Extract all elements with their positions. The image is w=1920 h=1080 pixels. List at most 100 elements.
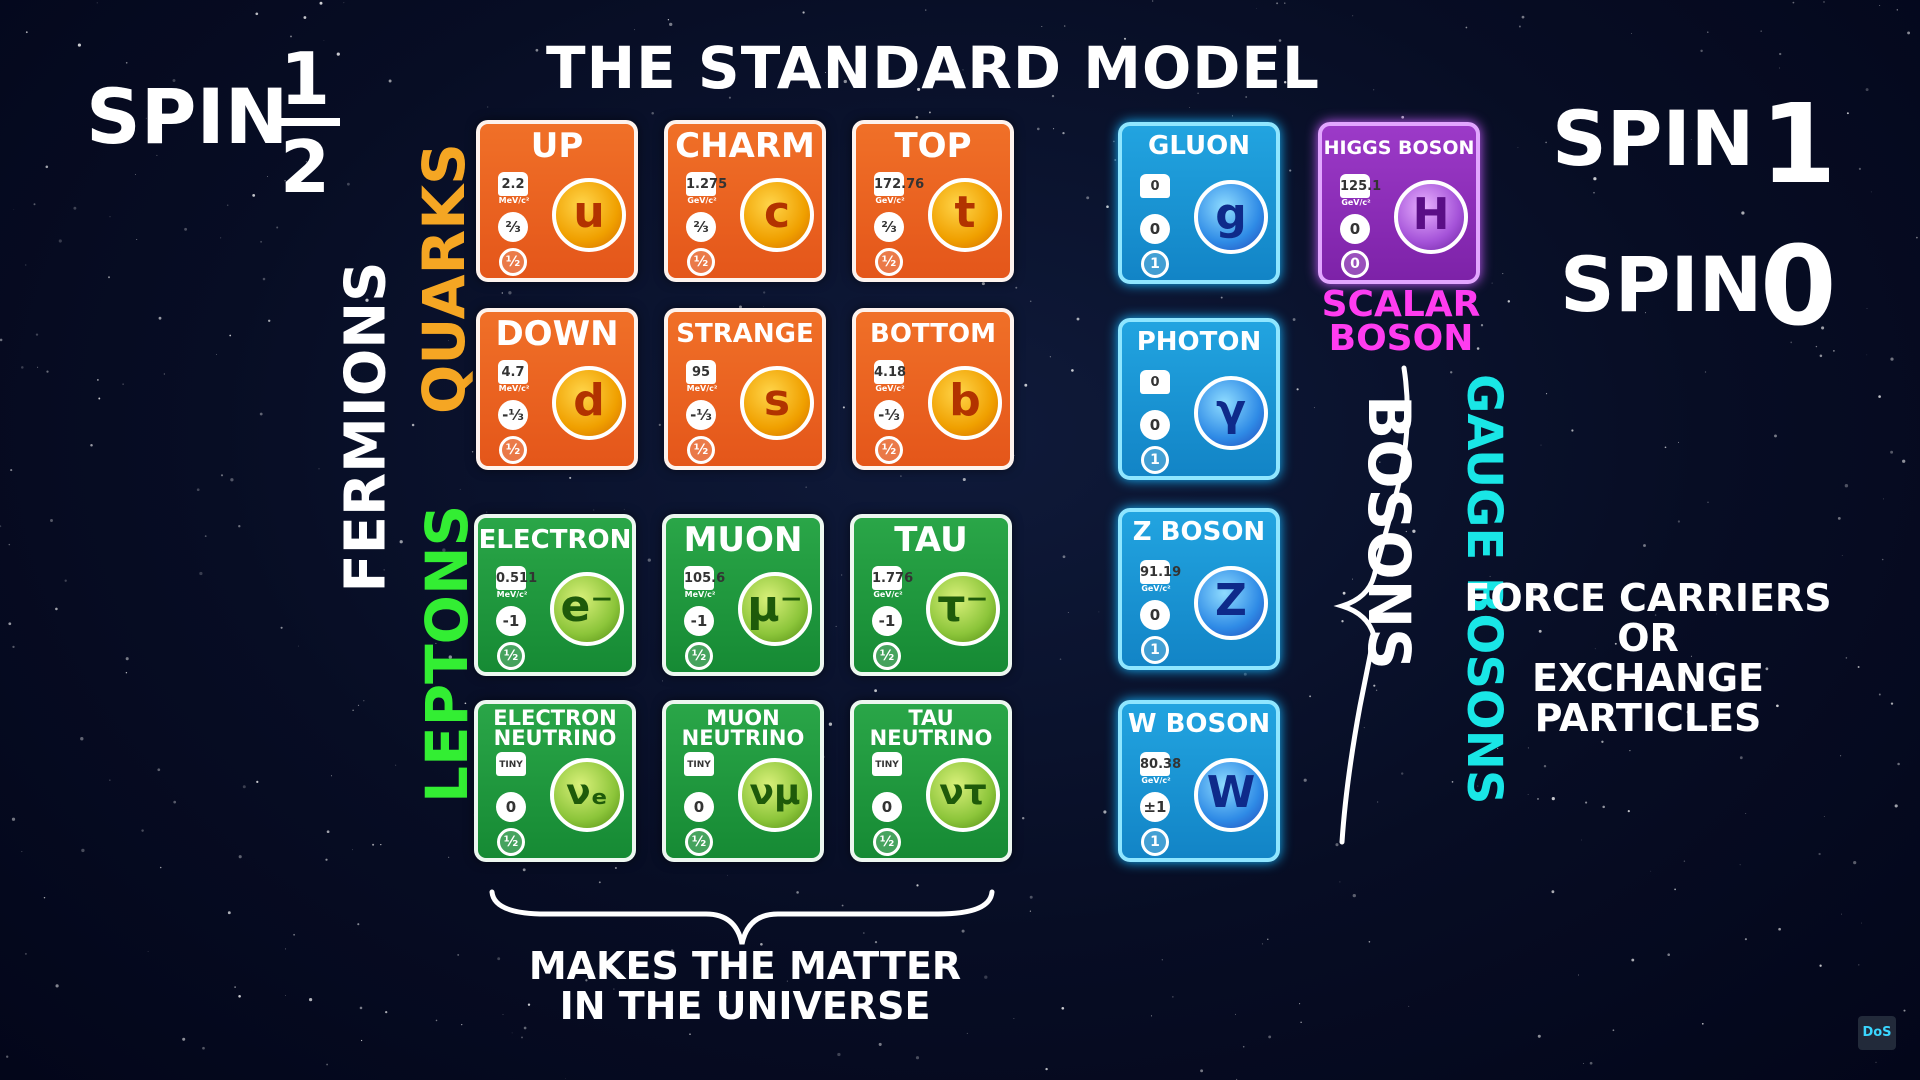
spin-icon: 1 xyxy=(1141,446,1169,474)
spin-icon: 1 xyxy=(1141,828,1169,856)
spin-icon: 0 xyxy=(1341,250,1369,278)
particle-symbol: Z xyxy=(1194,566,1268,640)
particle-symbol: μ⁻ xyxy=(738,572,812,646)
particle-card-photon[interactable]: PHOTON 0 0 1 γ xyxy=(1118,318,1280,480)
mass-unit: MeV/c² xyxy=(686,384,718,393)
particle-symbol: b xyxy=(928,366,1002,440)
mass-value: 4.18 xyxy=(874,360,906,384)
fraction-bar xyxy=(270,118,340,126)
mass-value: 0.511 xyxy=(496,566,537,590)
particle-symbol: νμ xyxy=(738,758,812,832)
mass-unit: MeV/c² xyxy=(684,590,716,599)
mass-value: TINY xyxy=(684,752,714,776)
spin-icon: ½ xyxy=(497,828,525,856)
mass-value: 1.776 xyxy=(872,566,913,590)
particle-name-line2: NEUTRINO xyxy=(681,726,805,750)
mass-value: 0 xyxy=(1140,174,1170,198)
mass-value: TINY xyxy=(872,752,902,776)
mass-value: 0 xyxy=(1140,370,1170,394)
force-caption-line2: OR xyxy=(1617,616,1679,660)
spin-icon: ½ xyxy=(873,828,901,856)
spin-icon: ½ xyxy=(497,642,525,670)
mass-weight-icon: 0 xyxy=(1132,370,1178,404)
spin-one-label: SPIN xyxy=(1552,94,1755,183)
charge-icon: 0 xyxy=(1340,214,1370,244)
particle-symbol: t xyxy=(928,178,1002,252)
charge-icon: -⅓ xyxy=(498,400,528,430)
particle-card-electron-neutrino[interactable]: ELECTRON NEUTRINO TINY 0 ½ νₑ xyxy=(474,700,636,862)
particle-card-tau-neutrino[interactable]: TAU NEUTRINO TINY 0 ½ ντ xyxy=(850,700,1012,862)
charge-icon: -⅓ xyxy=(874,400,904,430)
quarks-label: QUARKS xyxy=(410,143,478,414)
matter-caption-line2: IN THE UNIVERSE xyxy=(559,984,931,1028)
spin-icon: ½ xyxy=(875,436,903,464)
charge-icon: ⅔ xyxy=(874,212,904,242)
spin-half-denominator: 2 xyxy=(279,125,331,209)
particle-properties: TINY 0 ½ xyxy=(676,752,722,856)
particle-name: TOP xyxy=(894,126,972,166)
particle-name-line1: TAU xyxy=(908,706,954,730)
mass-value: 1.275 xyxy=(686,172,727,196)
particle-name: TAU NEUTRINO xyxy=(854,706,1008,749)
spin-icon: ½ xyxy=(685,642,713,670)
mass-unit: MeV/c² xyxy=(498,384,530,393)
mass-value: 172.76 xyxy=(874,172,924,196)
particle-name: PHOTON xyxy=(1136,327,1262,357)
mass-value: TINY xyxy=(496,752,526,776)
mass-value: 125.1 xyxy=(1340,174,1381,198)
particle-name: ELECTRON NEUTRINO xyxy=(478,708,632,749)
particle-properties: 0 0 1 xyxy=(1132,370,1178,474)
charge-icon: 0 xyxy=(1140,600,1170,630)
mass-unit: GeV/c² xyxy=(1141,776,1171,785)
particle-card-gluon[interactable]: GLUON 0 0 1 g xyxy=(1118,122,1280,284)
spin-icon: ½ xyxy=(685,828,713,856)
charge-icon: -1 xyxy=(496,606,526,636)
spin-icon: ½ xyxy=(687,248,715,276)
particle-symbol: e⁻ xyxy=(550,572,624,646)
particle-symbol: τ⁻ xyxy=(926,572,1000,646)
particle-name-line1: MUON xyxy=(706,706,780,730)
mass-weight-icon: TINY xyxy=(676,752,722,786)
mass-value: 95 xyxy=(686,360,716,384)
spin-icon: ½ xyxy=(499,248,527,276)
force-brace xyxy=(1333,365,1410,845)
matter-caption-line1: MAKES THE MATTER xyxy=(528,944,962,988)
particle-symbol: s xyxy=(740,366,814,440)
spin-zero-value: 0 xyxy=(1760,222,1837,350)
particle-properties: TINY 0 ½ xyxy=(864,752,910,856)
spin-icon: ½ xyxy=(875,248,903,276)
mass-value: 2.2 xyxy=(498,172,528,196)
charge-icon: 0 xyxy=(496,792,526,822)
particle-card-muon-neutrino[interactable]: MUON NEUTRINO TINY 0 ½ νμ xyxy=(662,700,824,862)
force-caption-line1: FORCE CARRIERS xyxy=(1464,576,1832,620)
mass-weight-icon: 0 xyxy=(1132,174,1178,208)
spin-icon: ½ xyxy=(499,436,527,464)
particle-symbol: d xyxy=(552,366,626,440)
